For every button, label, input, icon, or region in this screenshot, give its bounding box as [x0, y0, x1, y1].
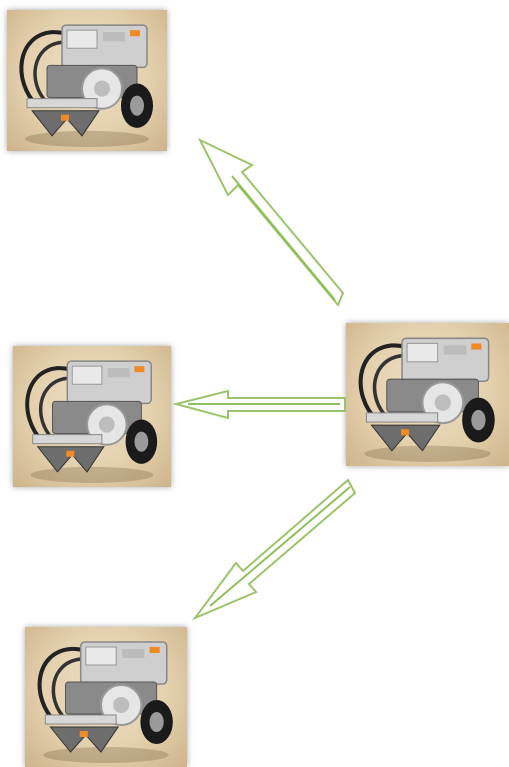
robot-photo-center	[346, 323, 509, 466]
robot-photo-left	[13, 346, 171, 487]
robot-photo-bottom	[25, 627, 187, 767]
arrow-down-left	[191, 478, 357, 621]
arrow-up-left	[197, 137, 345, 307]
robot-photo-top	[7, 10, 167, 151]
arrow-left	[172, 389, 346, 420]
